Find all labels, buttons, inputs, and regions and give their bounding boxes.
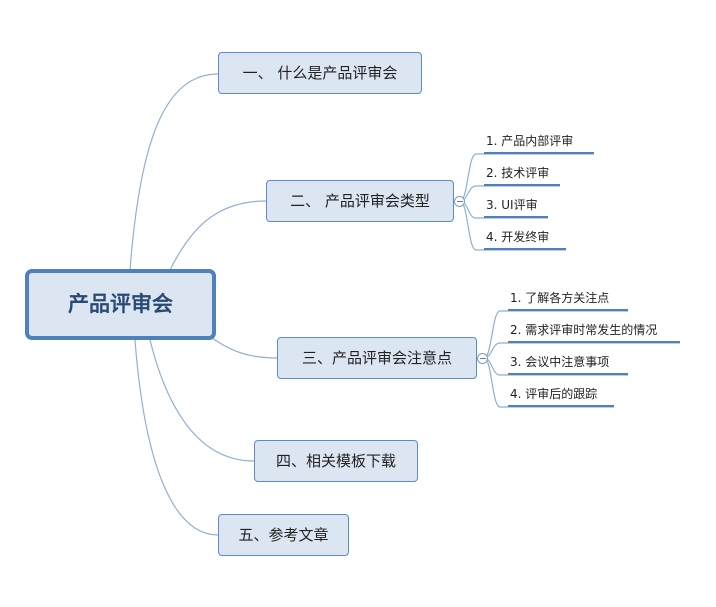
leaf-node-3-3[interactable]: 3. 会议中注意事项 — [508, 356, 628, 375]
root-node[interactable]: 产品评审会 — [25, 269, 216, 340]
connector-root-b2 — [169, 200, 267, 271]
connector-root-b4 — [149, 339, 255, 462]
branch-node-4[interactable]: 四、相关模板下载 — [254, 440, 418, 482]
collapse-toggle-branch-2[interactable] — [454, 196, 465, 207]
leaf-node-3-4[interactable]: 4. 评审后的跟踪 — [508, 388, 614, 407]
leaf-node-2-2[interactable]: 2. 技术评审 — [484, 167, 560, 186]
leaf-node-2-3[interactable]: 3. UI评审 — [484, 199, 548, 218]
branch-node-3[interactable]: 三、产品评审会注意点 — [277, 337, 477, 379]
connector-root-b3 — [211, 337, 278, 359]
collapse-toggle-branch-3[interactable] — [477, 353, 488, 364]
leaf-node-3-1[interactable]: 1. 了解各方关注点 — [508, 292, 628, 311]
leaf-node-3-2[interactable]: 2. 需求评审时常发生的情况 — [508, 324, 680, 343]
leaf-node-2-1[interactable]: 1. 产品内部评审 — [484, 135, 594, 154]
branch-node-1[interactable]: 一、 什么是产品评审会 — [218, 52, 422, 94]
connector-root-b1 — [129, 73, 219, 271]
branch-node-5[interactable]: 五、参考文章 — [218, 514, 349, 556]
leaf-node-2-4[interactable]: 4. 开发终审 — [484, 231, 566, 250]
connector-root-b5 — [134, 339, 219, 536]
branch-node-2[interactable]: 二、 产品评审会类型 — [266, 180, 454, 222]
